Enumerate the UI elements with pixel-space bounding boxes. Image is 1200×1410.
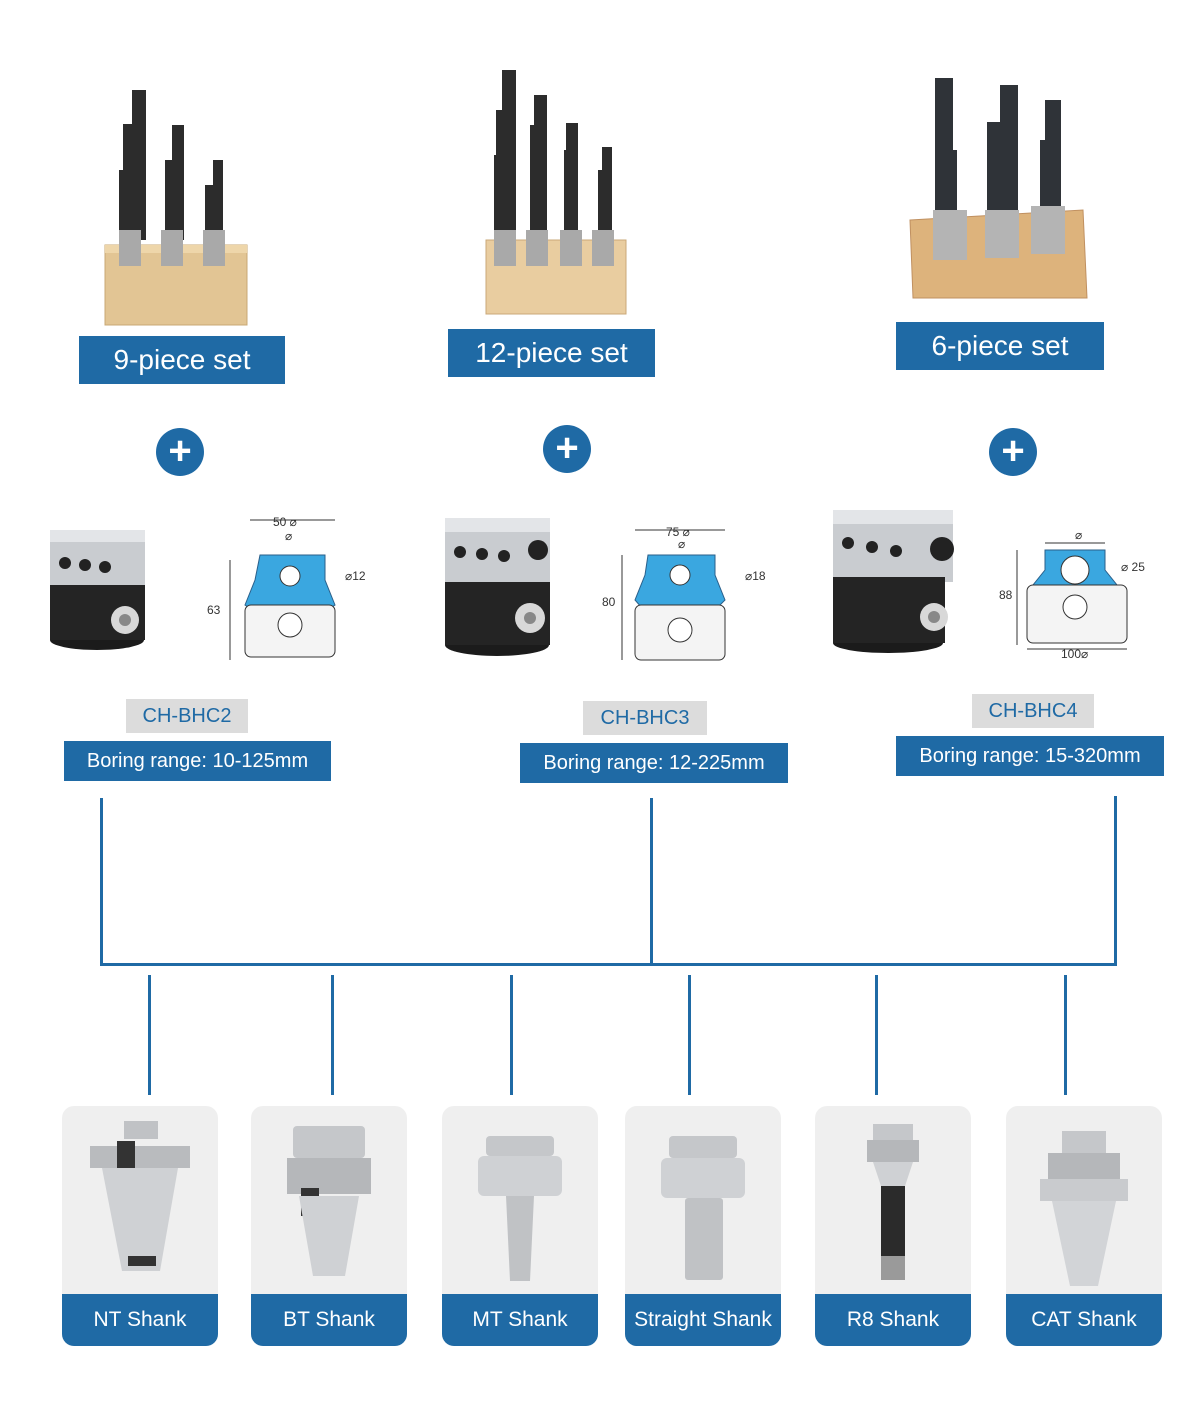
dim-bore: ⌀ [1075,528,1082,542]
boring-head-ch-bhc2-drawing: 50 ⌀ ⌀ 63 ⌀12 [207,515,366,660]
plus-icon: + [543,425,591,473]
shank-label-straight: Straight Shank [625,1294,781,1346]
shank-card-nt: NT Shank [62,1106,218,1346]
shank-label-mt: MT Shank [442,1294,598,1346]
boring-head-ch-bhc4-drawing: ⌀ 88 ⌀ 25 100⌀ [999,528,1145,661]
boring-bar-set-9-image [104,90,248,326]
connector-line [650,798,653,965]
dim-bore: ⌀ [678,537,685,551]
shank-label-cat: CAT Shank [1006,1294,1162,1346]
connector-line [688,975,691,1095]
dim-width: 75 ⌀ [666,525,690,539]
shank-card-bt: BT Shank [251,1106,407,1346]
connector-line [1114,796,1117,965]
dim-hole: ⌀18 [745,569,766,583]
set-label-12-piece: 12-piece set [448,329,655,377]
set-label-6-piece: 6-piece set [896,322,1104,370]
connector-bus-line [100,963,1117,966]
boring-head-ch-bhc4-image [833,510,954,653]
straight-shank-image [661,1136,745,1280]
shank-label-nt: NT Shank [62,1294,218,1346]
connector-line [510,975,513,1095]
r8-shank-image [867,1124,919,1280]
boring-bar-set-6-image [909,78,1088,299]
connector-line [1064,975,1067,1095]
dim-width: 50 ⌀ [273,515,297,529]
boring-range-ch-bhc2: Boring range: 10-125mm [64,741,331,781]
nt-shank-image [90,1121,190,1271]
mt-shank-image [478,1136,562,1281]
boring-range-ch-bhc4: Boring range: 15-320mm [896,736,1164,776]
shank-label-bt: BT Shank [251,1294,407,1346]
shank-card-r8: R8 Shank [815,1106,971,1346]
model-label-ch-bhc3: CH-BHC3 [583,701,707,735]
dim-width: 100⌀ [1061,647,1088,661]
model-label-ch-bhc4: CH-BHC4 [972,694,1094,728]
bt-shank-image [287,1126,371,1276]
connector-line [875,975,878,1095]
boring-head-ch-bhc3-drawing: 75 ⌀ ⌀ 80 ⌀18 [602,525,766,661]
shank-card-mt: MT Shank [442,1106,598,1346]
boring-bar-set-12-image [485,70,627,315]
shank-label-r8: R8 Shank [815,1294,971,1346]
dim-height: 80 [602,595,616,609]
model-label-ch-bhc2: CH-BHC2 [126,699,248,733]
connector-line [148,975,151,1095]
plus-icon: + [989,428,1037,476]
plus-icon: + [156,428,204,476]
dim-height: 88 [999,588,1013,602]
connector-line [331,975,334,1095]
boring-range-ch-bhc3: Boring range: 12-225mm [520,743,788,783]
shank-card-cat: CAT Shank [1006,1106,1162,1346]
dim-bore: ⌀ [285,529,292,543]
set-label-9-piece: 9-piece set [79,336,285,384]
dim-hole: ⌀ 25 [1121,560,1145,574]
dim-height: 63 [207,603,221,617]
boring-head-ch-bhc2-image [50,530,145,650]
shank-card-straight: Straight Shank [625,1106,781,1346]
connector-line [100,798,103,965]
cat-shank-image [1040,1131,1128,1286]
boring-head-ch-bhc3-image [445,518,550,656]
dim-hole: ⌀12 [345,569,366,583]
